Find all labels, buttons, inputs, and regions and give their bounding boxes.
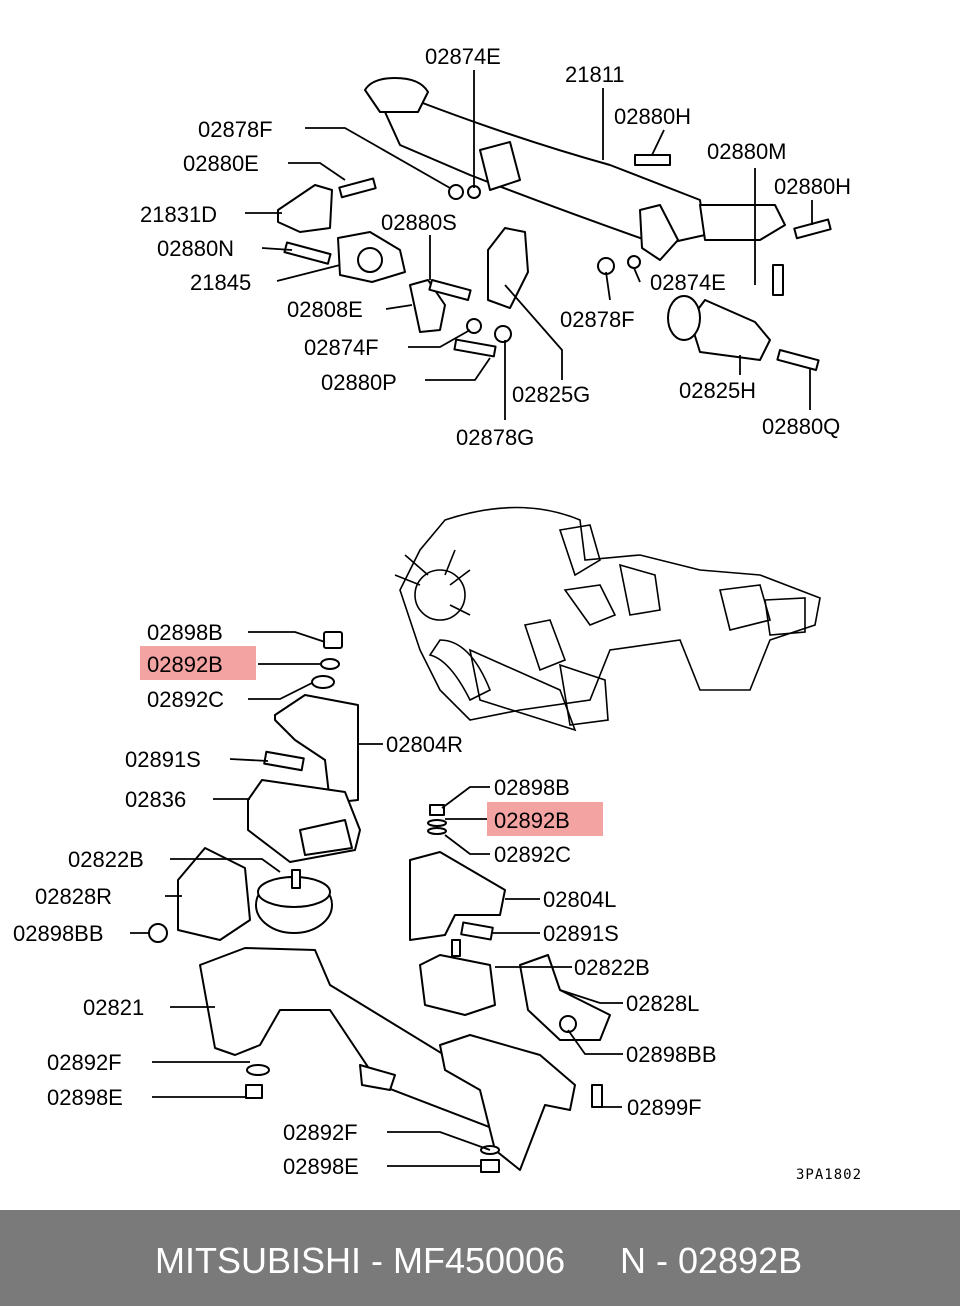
part-label: 02880P [321,370,397,395]
top-crossmember [364,77,786,246]
part-label: 02828L [626,991,699,1016]
lower-mount-parts [148,631,519,1136]
part-label-highlighted: 02892B [494,808,570,833]
lower-leader-lines [130,631,623,1167]
part-label: 02878F [198,117,273,142]
part-label: 02880H [614,104,691,129]
part-label: 02898E [283,1154,359,1179]
part-label: 02878G [456,425,534,450]
part-label-highlighted: 02892B [147,652,223,677]
part-label: 21811 [565,62,625,87]
part-label: 02892C [147,687,224,712]
part-label: 02880H [774,174,851,199]
part-label: 02874F [304,335,379,360]
part-label: 02898E [47,1085,123,1110]
part-label: 02892C [494,842,571,867]
part-label: 02878F [560,307,635,332]
part-label: 02821 [83,995,144,1020]
part-label: 02825H [679,378,756,403]
diagram-reference: N - 02892B [620,1240,803,1281]
part-label: 02804L [543,887,616,912]
parts-diagram: 02874E 21811 02878F 02880H 02880E 02880M… [13,44,862,1183]
top-leader-lines [245,70,813,420]
part-label: 02898BB [626,1042,717,1067]
part-label: 21845 [190,270,251,295]
part-label: 02822B [574,955,650,980]
part-label: 02892F [283,1120,358,1145]
lower-mount-parts-right [409,804,611,1173]
part-label: 02808E [287,297,363,322]
part-label: 21831D [140,202,217,227]
part-label: 02898BB [13,921,104,946]
part-label: 02892F [47,1050,122,1075]
part-label: 02822B [68,847,144,872]
part-label: 02836 [125,787,186,812]
part-label: 02874E [650,270,726,295]
part-label: 02880N [157,236,234,261]
part-labels: 02874E 21811 02878F 02880H 02880E 02880M… [13,44,862,1183]
part-label: 02828R [35,884,112,909]
top-brackets [277,184,771,361]
part-label: 02891S [125,747,201,772]
part-label: 02891S [543,921,619,946]
part-label: 02899F [627,1095,702,1120]
part-label: 02898B [494,775,570,800]
reference-code: 3PA1802 [796,1167,862,1183]
engine-outline [394,506,821,732]
highlight-box-1 [140,646,256,680]
highlight-box-2 [487,802,603,836]
brand-part-number: MITSUBISHI - MF450006 [155,1240,566,1281]
footer-bar: MITSUBISHI - MF450006 N - 02892B [0,1210,960,1306]
part-label: 02880M [707,139,787,164]
part-label: 02825G [512,382,590,407]
top-fasteners [283,154,832,372]
part-label: 02898B [147,620,223,645]
part-label: 02880S [381,210,457,235]
part-label: 02880Q [762,414,840,439]
part-label: 02874E [425,44,501,69]
part-label: 02880E [183,151,259,176]
part-label: 02804R [386,732,463,757]
